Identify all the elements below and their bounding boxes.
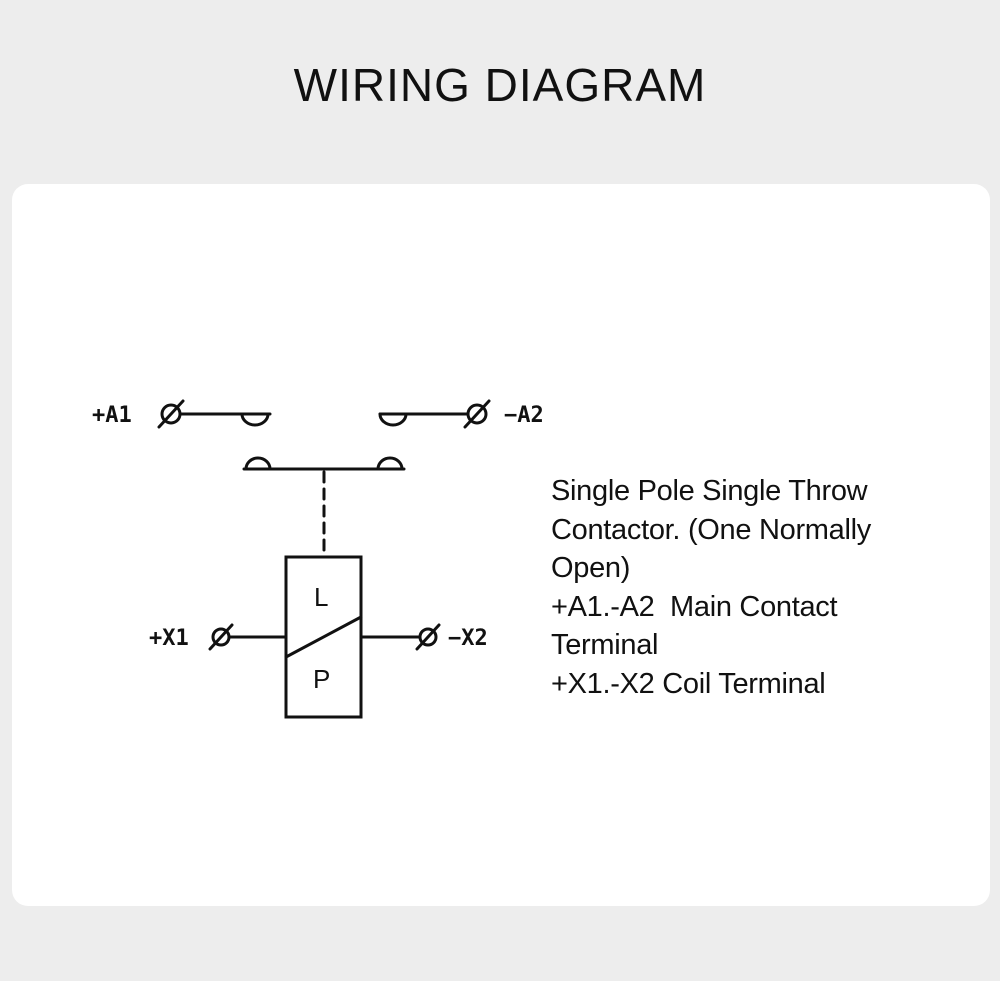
description-line: Contactor. (One Normally <box>551 513 871 546</box>
coil-letter-lower: P <box>313 664 330 694</box>
coil-letter-upper: L <box>314 582 328 612</box>
description-line: Terminal <box>551 629 659 661</box>
page-title: WIRING DIAGRAM <box>293 59 707 111</box>
x1-label: +X1 <box>149 626 189 651</box>
description-line: +A1.-A2 Main Contact <box>551 590 838 623</box>
coil-winding-slash <box>284 615 363 659</box>
description-text: Single Pole Single Throw Contactor. (One… <box>551 472 971 703</box>
a1-label: +A1 <box>92 403 132 428</box>
a2-fixed-contact <box>378 412 408 427</box>
description-line: +X1.-X2 Coil Terminal <box>551 667 826 700</box>
x2-label: −X2 <box>448 626 488 651</box>
description-line: Single Pole Single Throw <box>551 475 868 507</box>
diagram-card <box>12 184 990 906</box>
moving-contact-right <box>376 456 404 471</box>
description-line: Open) <box>551 552 631 584</box>
moving-contact-left <box>244 456 272 471</box>
x2-terminal-symbol <box>415 623 441 651</box>
a2-label: −A2 <box>504 403 544 428</box>
a1-fixed-contact <box>240 412 270 427</box>
